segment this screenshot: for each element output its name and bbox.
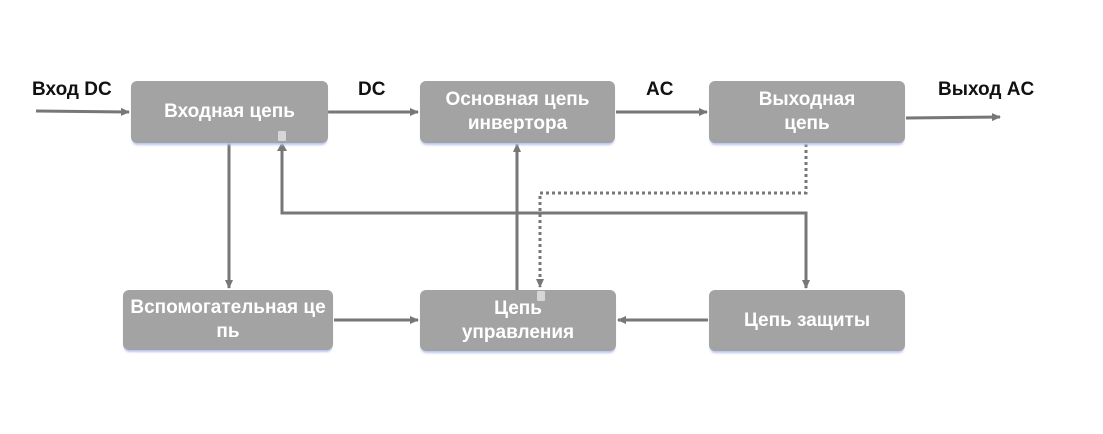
- output-feedback-dotted-line: [536, 144, 808, 288]
- auxiliary-circuit-block: Вспомогательная цепь: [123, 290, 333, 350]
- output-circuit-label: Выходная цепь: [758, 89, 856, 134]
- dc-input-label: Вход DC: [32, 79, 112, 100]
- dc-label: DC: [358, 79, 386, 100]
- input-block-marker: [278, 131, 286, 141]
- protection-circuit-label: Цепь защиты: [743, 309, 871, 331]
- control-block-marker: [537, 291, 545, 301]
- input-circuit-block: Входная цепь: [131, 81, 328, 143]
- protection-circuit-block: Цепь защиты: [709, 290, 905, 351]
- ac-label: AC: [646, 79, 674, 100]
- inverter-main-label: Основная цепь инвертора: [445, 89, 590, 134]
- ac-output-arrow: [905, 113, 1001, 122]
- protection-loop-line: [280, 144, 810, 289]
- control-circuit-label: Цепь управления: [461, 297, 575, 343]
- dc-input-arrow: [35, 107, 130, 116]
- output-circuit-block: Выходная цепь: [709, 81, 905, 143]
- control-circuit-block: Цепь управления: [420, 290, 616, 351]
- input-circuit-label: Входная цепь: [164, 101, 295, 122]
- ac-output-label: Выход AC: [938, 79, 1035, 100]
- auxiliary-circuit-label: Вспомогательная цепь: [130, 297, 326, 342]
- inverter-main-block: Основная цепь инвертора: [420, 81, 615, 143]
- feedback-arrowhead: [277, 142, 287, 151]
